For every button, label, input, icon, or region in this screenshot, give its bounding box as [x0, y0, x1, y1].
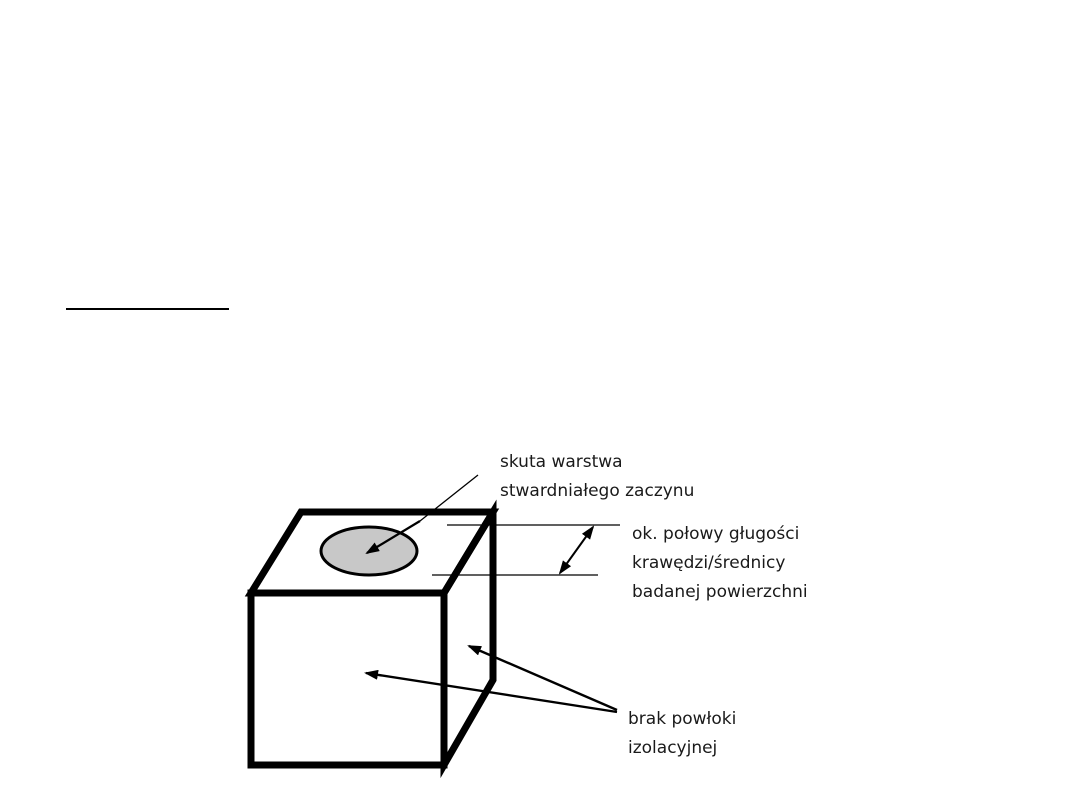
cube-side-face [440, 499, 497, 779]
label-distance-line-1: ok. połowy gługości [632, 524, 800, 544]
underline-rule [66, 308, 229, 310]
leader-line-label [419, 474, 479, 522]
label-hardened-layer-line-2: stwardniałego zaczynu [500, 481, 695, 501]
arrow-to-side-face [467, 644, 618, 712]
label-no-coating-line-2: izolacyjnej [628, 738, 718, 758]
label-distance-line-2: krawędzi/średnicy [632, 553, 786, 573]
cube-front-face [247, 589, 448, 769]
label-no-coating: brak powłoki izolacyjnej [628, 705, 736, 763]
arrow-to-front-face [364, 669, 618, 714]
label-hardened-layer: skuta warstwa stwardniałego zaczynu [500, 448, 694, 506]
label-hardened-layer-line-1: skuta warstwa [500, 452, 623, 472]
label-distance-line-3: badanej powierzchni [632, 582, 808, 602]
label-no-coating-line-1: brak powłoki [628, 709, 737, 729]
dimension-arrow [558, 525, 595, 575]
label-distance: ok. połowy gługości krawędzi/średnicy ba… [632, 520, 808, 607]
arrow-to-sample [365, 520, 421, 555]
